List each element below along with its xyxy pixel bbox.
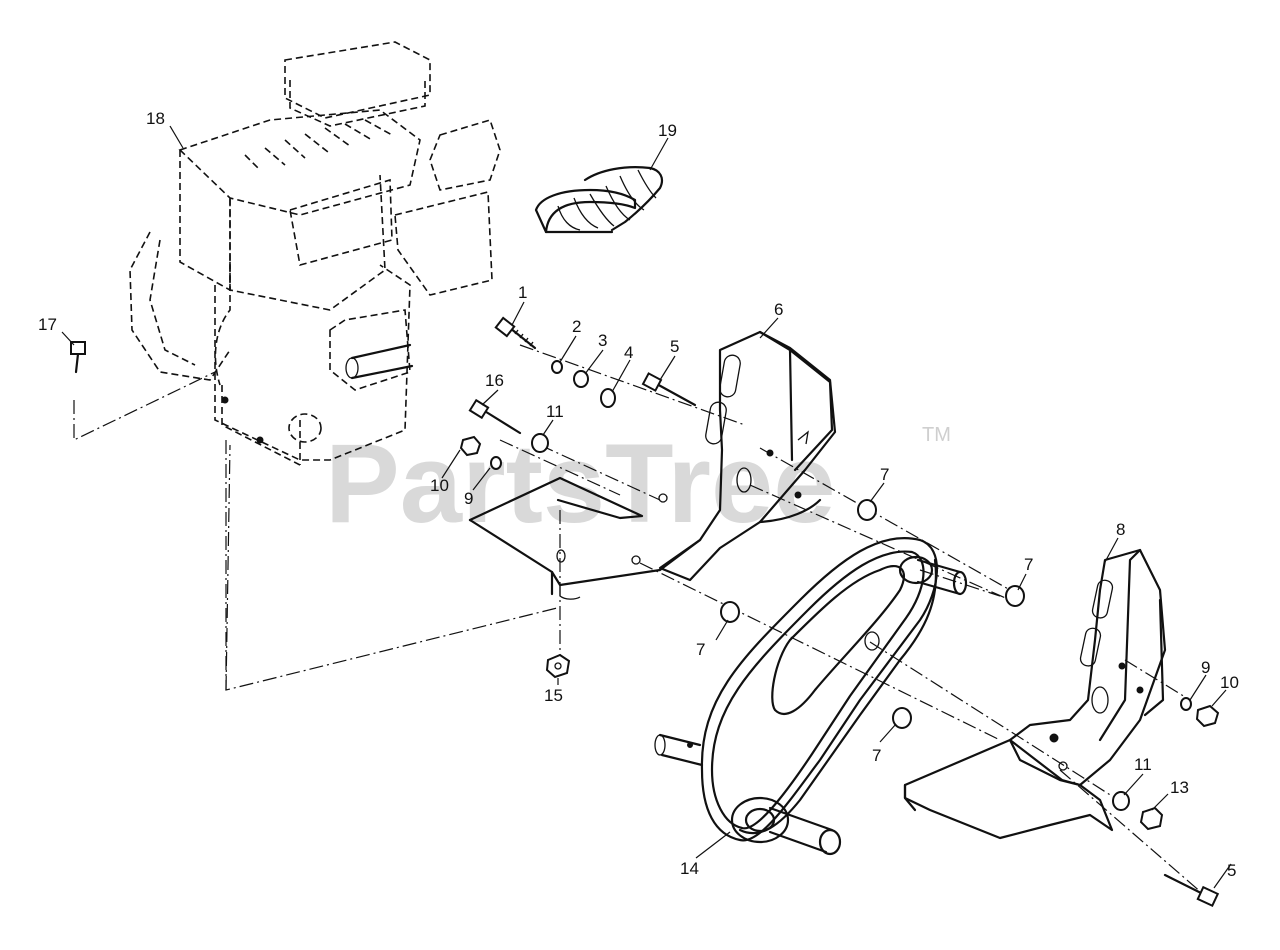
callout-labels: 1 2 3 4 5 5 6 7 7 7 7 8 9 9 10 10 11 11 … [38, 109, 1239, 880]
callout-11-left: 11 [546, 402, 564, 421]
callout-5-upper: 5 [670, 337, 679, 356]
callout-19: 19 [658, 121, 677, 140]
callout-14: 14 [680, 859, 699, 878]
callout-7-lower: 7 [872, 746, 881, 765]
assembly-lines [73, 344, 1211, 901]
callout-7-left: 7 [696, 640, 705, 659]
watermark-trademark: TM [922, 424, 951, 446]
callout-10-right: 10 [1220, 673, 1239, 692]
callout-11-right: 11 [1134, 755, 1152, 774]
side-plate-left [658, 330, 837, 582]
callout-7-right: 7 [1024, 555, 1033, 574]
callout-8: 8 [1116, 520, 1125, 539]
heat-shield [534, 166, 664, 234]
callout-15: 15 [544, 686, 563, 705]
callout-2: 2 [572, 317, 581, 336]
callout-1: 1 [518, 283, 527, 302]
callout-3: 3 [598, 331, 607, 350]
callout-9-right: 9 [1201, 658, 1210, 677]
callout-4: 4 [624, 343, 633, 362]
side-plate-right [903, 548, 1167, 840]
callout-7-upper: 7 [880, 465, 889, 484]
callout-9-left: 9 [464, 489, 473, 508]
callout-18: 18 [146, 109, 165, 128]
callout-16: 16 [485, 371, 504, 390]
watermark-text: PartsTree [325, 421, 836, 546]
callout-10-left: 10 [430, 476, 449, 495]
leader-lines [61, 125, 1232, 889]
engine [129, 41, 501, 466]
callout-6: 6 [774, 300, 783, 319]
callout-5-lower: 5 [1227, 861, 1236, 880]
chain-case [654, 537, 968, 856]
callout-17: 17 [38, 315, 57, 334]
callout-13: 13 [1170, 778, 1189, 797]
hardware [70, 316, 1220, 908]
